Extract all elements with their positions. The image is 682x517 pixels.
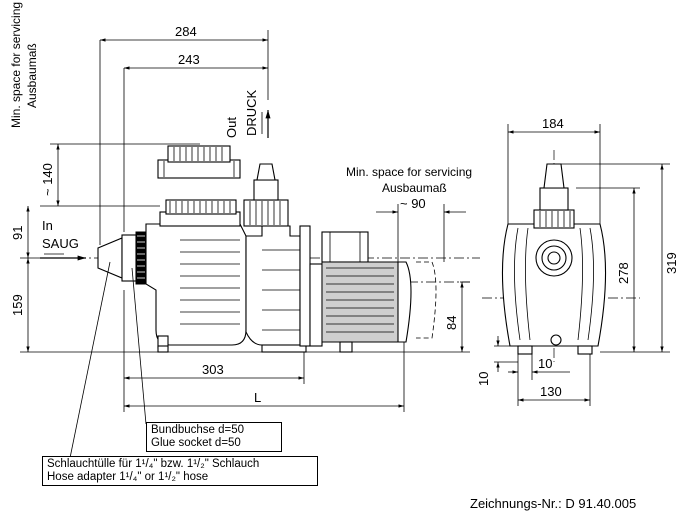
- dim-319: 319: [664, 252, 679, 274]
- leader-hose-adapter: [69, 261, 111, 459]
- leader-glue-socket: [131, 267, 147, 425]
- dim-278: 278: [616, 262, 631, 284]
- dim-91: 91: [10, 226, 25, 240]
- dim-159: 159: [10, 294, 25, 316]
- pump-volute: [245, 225, 311, 353]
- prefilter-housing: [145, 199, 247, 353]
- glue-socket-text-en: Glue socket d=50: [151, 437, 241, 449]
- prefilter-lid-removed: [157, 145, 241, 179]
- service-space-label-mid-de: Ausbaumaß: [382, 181, 447, 195]
- glue-socket-text-de: Bundbuchse d=50: [151, 424, 245, 436]
- drawing-number: Zeichnungs-Nr.: D 91.40.005: [470, 496, 637, 511]
- pump-side-view: [20, 110, 480, 353]
- hose-adapter: [97, 231, 147, 285]
- outlet-label-en: Out: [224, 117, 239, 138]
- service-space-label-left-de: Ausbaumaß: [25, 43, 39, 108]
- dim-L: L: [254, 390, 261, 405]
- outlet-label-de: DRUCK: [244, 89, 259, 136]
- service-space-label-mid-en: Min. space for servicing: [346, 165, 472, 179]
- dim-10-horizontal: 10: [538, 356, 552, 371]
- hose-adapter-text-de: Schlauchtülle für 1¹/₄" bzw. 1¹/₂" Schla…: [47, 458, 260, 470]
- dim-10-vertical: 10: [476, 372, 491, 386]
- dim-243: 243: [178, 52, 200, 67]
- dim-303: 303: [202, 362, 224, 377]
- dim-84: 84: [444, 316, 459, 330]
- hose-adapter-text-en: Hose adapter 1¹/₄" or 1¹/₂" hose: [47, 471, 209, 483]
- glue-socket-callout: Bundbuchse d=50 Glue socket d=50: [146, 422, 282, 452]
- motor: [309, 231, 437, 353]
- hose-adapter-callout: Schlauchtülle für 1¹/₄" bzw. 1¹/₂" Schla…: [42, 456, 318, 486]
- side-dimensions: [20, 30, 470, 412]
- inlet-label-en: In: [42, 218, 53, 233]
- service-space-label-left-en: Min. space for servicing: [9, 2, 23, 128]
- front-dimensions: [494, 124, 670, 406]
- pump-front-view: [482, 150, 640, 362]
- inlet-label-de: SAUG: [42, 236, 79, 251]
- dim-130: 130: [540, 384, 562, 399]
- dim-184: 184: [542, 116, 564, 131]
- dim-140: ~ 140: [40, 163, 55, 196]
- dim-284: 284: [175, 24, 197, 39]
- outlet-nozzle: [243, 163, 289, 227]
- dim-90: ~ 90: [400, 196, 426, 211]
